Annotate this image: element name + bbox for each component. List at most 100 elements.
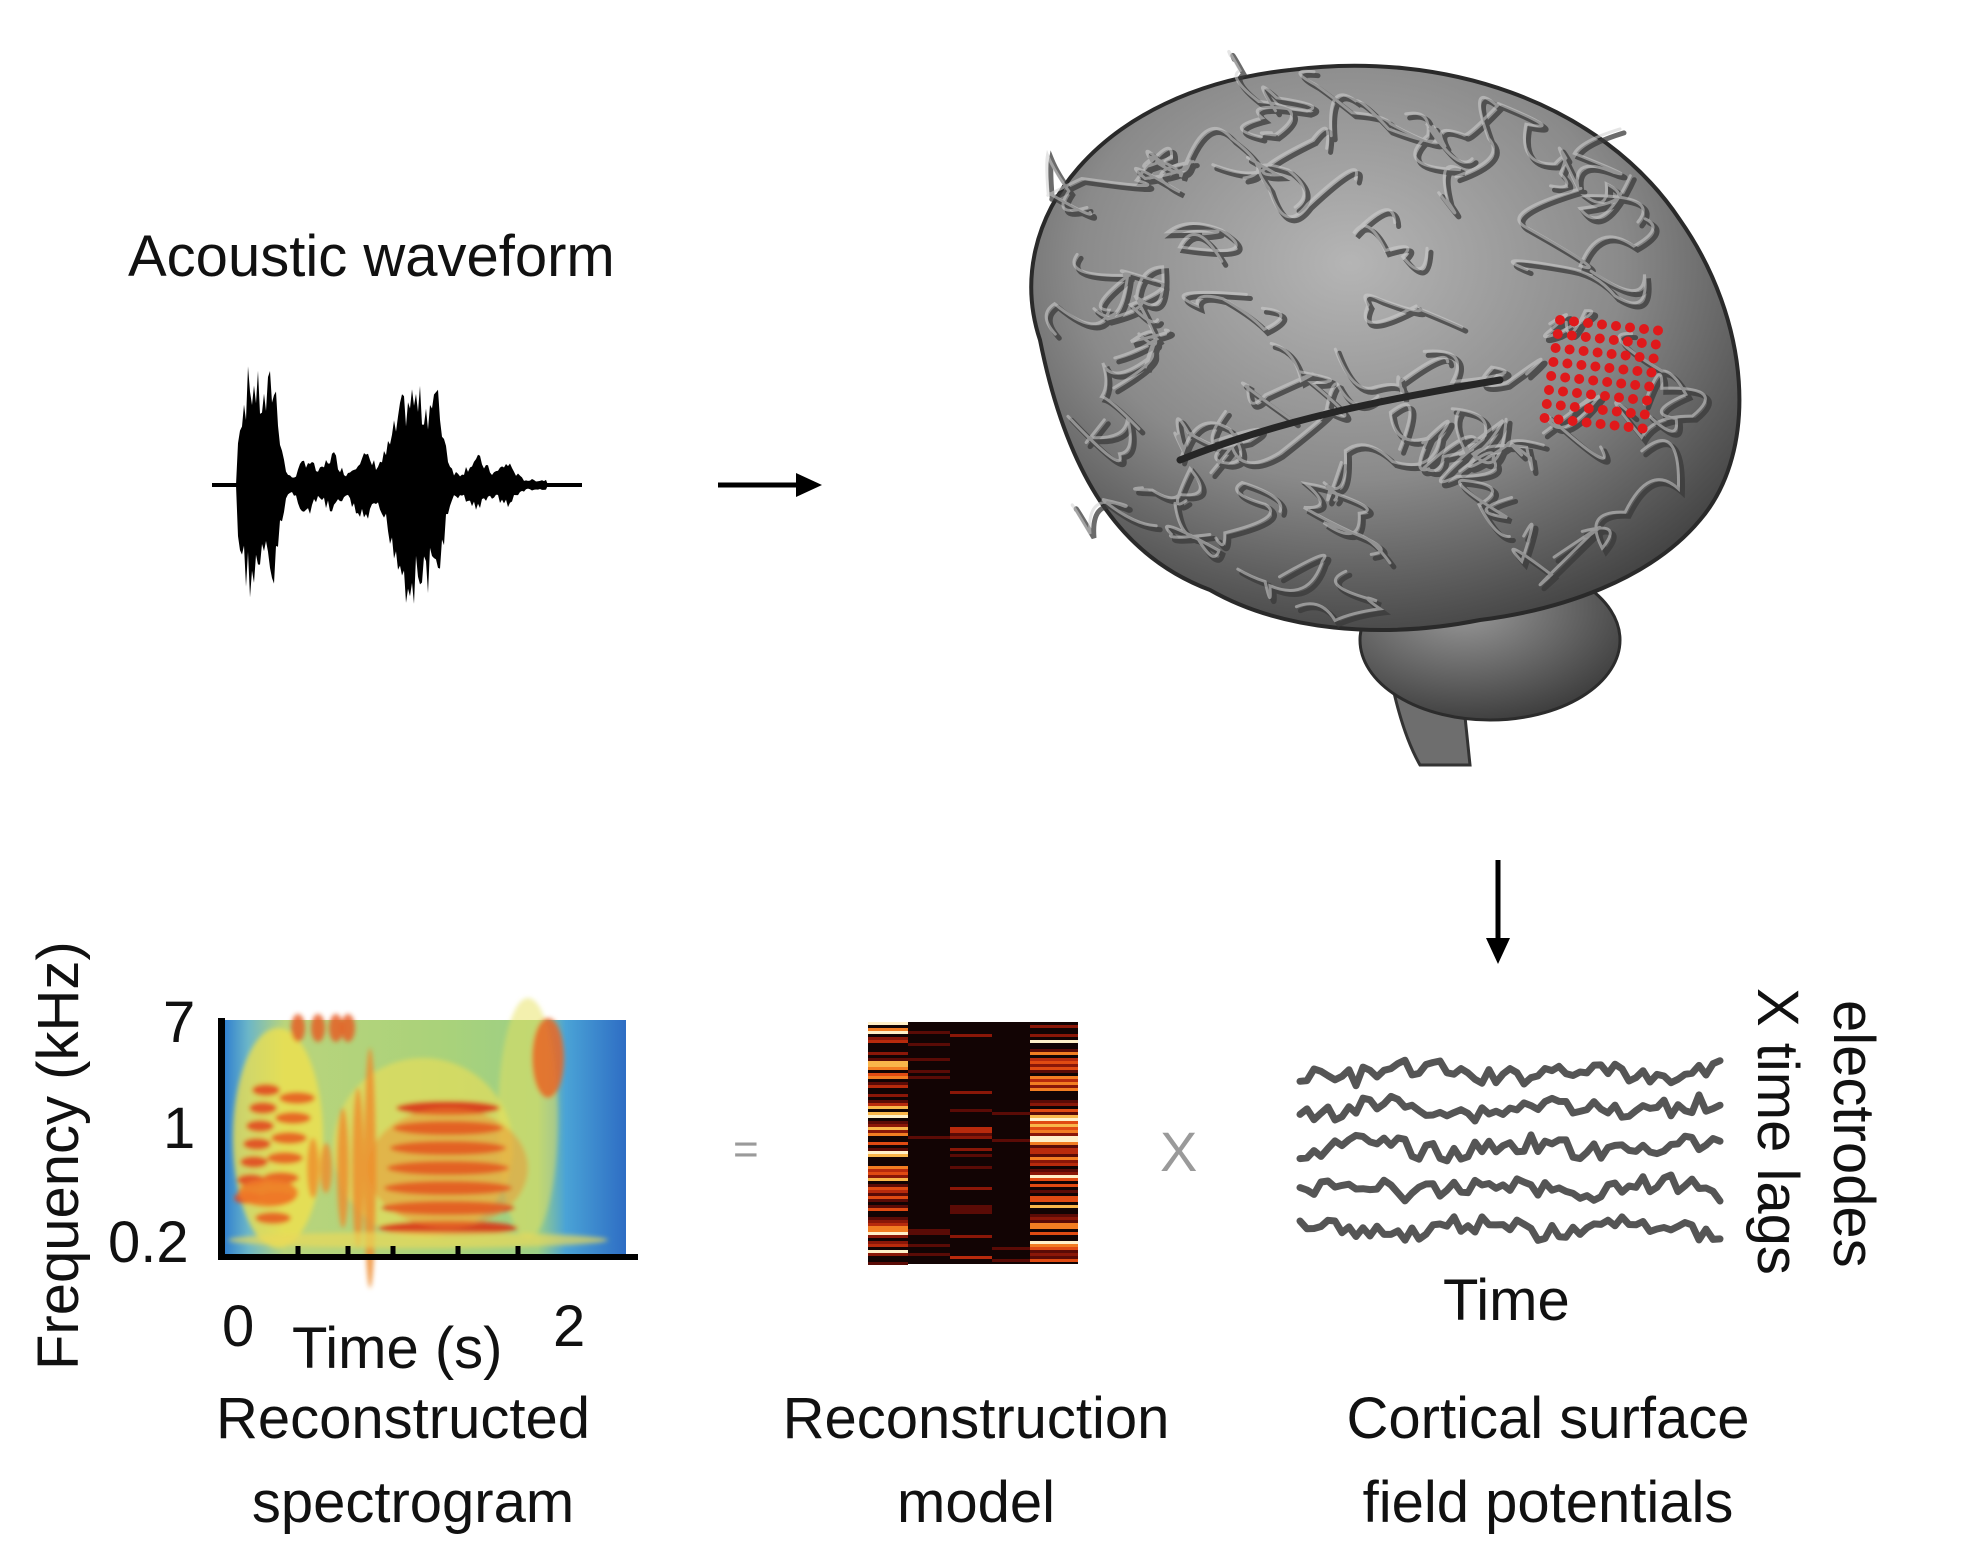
model-weight-row bbox=[1030, 1220, 1078, 1223]
model-weight-row bbox=[868, 1253, 908, 1256]
arrow-right-icon bbox=[718, 473, 822, 497]
brain-sulcus bbox=[1214, 129, 1335, 182]
spectrogram-energy bbox=[238, 1179, 298, 1207]
model-weight-row bbox=[868, 1133, 908, 1136]
model-weight-row bbox=[950, 1208, 992, 1211]
model-weight-row bbox=[1030, 1247, 1078, 1250]
electrode-dot bbox=[1541, 399, 1552, 409]
spectrogram-energy bbox=[246, 1120, 274, 1132]
model-weight-row bbox=[1030, 1145, 1078, 1148]
brain-gyrus-highlight bbox=[1511, 522, 1602, 587]
model-weight-row bbox=[992, 1259, 1030, 1262]
electrode-dot bbox=[1548, 357, 1559, 367]
model-weight-row bbox=[950, 1256, 992, 1259]
equals-operator: = bbox=[733, 1125, 759, 1174]
model-weight-row bbox=[868, 1094, 908, 1097]
electrode-dot bbox=[1639, 324, 1649, 334]
model-weight-row bbox=[1030, 1061, 1078, 1064]
model-weight-row bbox=[1030, 1184, 1078, 1187]
model-weight-row bbox=[868, 1229, 908, 1232]
electrode-dot bbox=[1580, 332, 1591, 342]
electrode-dot bbox=[1620, 350, 1631, 361]
model-weight-row bbox=[950, 1130, 992, 1133]
spectrogram-energy bbox=[307, 1138, 319, 1198]
electrode-dot bbox=[1539, 413, 1550, 423]
brain-sulcus bbox=[1425, 352, 1548, 393]
spectrogram-energy bbox=[337, 1108, 349, 1228]
electrode-dot bbox=[1646, 367, 1657, 378]
electrode-dot bbox=[1623, 422, 1634, 432]
model-weight-row bbox=[1030, 1232, 1078, 1235]
electrode-dot bbox=[1608, 335, 1619, 345]
model-weight-row bbox=[950, 1133, 992, 1136]
brain-gyrus-highlight bbox=[1510, 259, 1647, 305]
electrode-dot bbox=[1576, 360, 1587, 370]
electrode-dot bbox=[1602, 377, 1613, 387]
model-weight-row bbox=[868, 1199, 908, 1202]
model-weight-row bbox=[868, 1232, 908, 1235]
electrode-dot bbox=[1558, 386, 1568, 397]
electrode-dot bbox=[1574, 374, 1585, 384]
model-weight-row bbox=[868, 1022, 908, 1025]
cortical-label-2: field potentials bbox=[1362, 1470, 1734, 1535]
model-weight-row bbox=[950, 1091, 992, 1094]
model-weight-row bbox=[1030, 1154, 1078, 1157]
brain-sulcus bbox=[1230, 53, 1298, 142]
spectrogram-energy bbox=[311, 1014, 325, 1042]
model-weight-row bbox=[908, 1076, 950, 1079]
electrode-grid bbox=[1539, 315, 1663, 434]
model-weight-row bbox=[1030, 1115, 1078, 1118]
reconstruction-model-label-1: Reconstruction bbox=[782, 1386, 1170, 1451]
model-weight-row bbox=[1030, 1253, 1078, 1256]
reconstructed-spectrogram-label-2: spectrogram bbox=[251, 1470, 575, 1535]
brain-gyrus-highlight bbox=[1470, 417, 1534, 471]
brain-gyrus-highlight bbox=[1066, 414, 1132, 463]
spectrogram-energy bbox=[320, 1143, 332, 1193]
electrode-dot bbox=[1609, 420, 1620, 431]
model-weight-row bbox=[868, 1031, 908, 1034]
brain-gyrus-highlight bbox=[1070, 497, 1158, 535]
spectrogram-energy bbox=[291, 1014, 305, 1042]
electrode-dot bbox=[1566, 330, 1577, 341]
brain-gyrus-highlight bbox=[1363, 293, 1464, 329]
spectrogram-ylabel: Frequency (kHz) bbox=[26, 941, 91, 1370]
brain-gyrus-highlight bbox=[1294, 569, 1385, 623]
model-weight-row bbox=[950, 1109, 992, 1112]
model-weight-row bbox=[868, 1175, 908, 1178]
model-weight-row bbox=[868, 1262, 908, 1265]
model-weight-row bbox=[868, 1052, 908, 1055]
brain-gyrus-highlight bbox=[1388, 402, 1431, 472]
model-weight-row bbox=[868, 1067, 908, 1070]
model-weight-row bbox=[1030, 1256, 1078, 1259]
model-weight-row bbox=[1030, 1085, 1078, 1088]
arrow-down-icon bbox=[1486, 860, 1510, 964]
model-weight-row bbox=[1030, 1052, 1078, 1055]
model-weight-row bbox=[1030, 1259, 1078, 1262]
electrode-dot bbox=[1588, 375, 1599, 386]
model-weight-row bbox=[868, 1037, 908, 1040]
model-weight-row bbox=[1030, 1175, 1078, 1178]
model-weight-row bbox=[868, 1223, 908, 1226]
model-weight-row bbox=[868, 1106, 908, 1109]
ytick-1: 1 bbox=[163, 1096, 196, 1161]
electrode-dot bbox=[1650, 339, 1661, 350]
model-weight-row bbox=[868, 1151, 908, 1154]
brain-gyrus-highlight bbox=[1322, 419, 1450, 490]
model-weight-row bbox=[950, 1148, 992, 1151]
brain-image bbox=[1029, 50, 1742, 767]
model-weight-row bbox=[868, 1208, 908, 1211]
brain-gyrus-highlight bbox=[1517, 186, 1655, 270]
spectrogram-energy bbox=[271, 1132, 307, 1144]
electrode-dot bbox=[1562, 358, 1573, 369]
model-weight-row bbox=[908, 1253, 950, 1256]
model-weight-row bbox=[868, 1178, 908, 1181]
model-weight-row bbox=[1030, 1217, 1078, 1220]
model-weight-row bbox=[908, 1043, 950, 1046]
model-weight-row bbox=[868, 1103, 908, 1106]
brain-sulcus bbox=[1442, 98, 1505, 184]
model-weight-row bbox=[1030, 1241, 1078, 1244]
electrode-dot bbox=[1555, 400, 1566, 411]
model-weight-row bbox=[868, 1040, 908, 1043]
spectrogram-energy bbox=[352, 1088, 364, 1248]
model-weight-row bbox=[1030, 1118, 1078, 1121]
